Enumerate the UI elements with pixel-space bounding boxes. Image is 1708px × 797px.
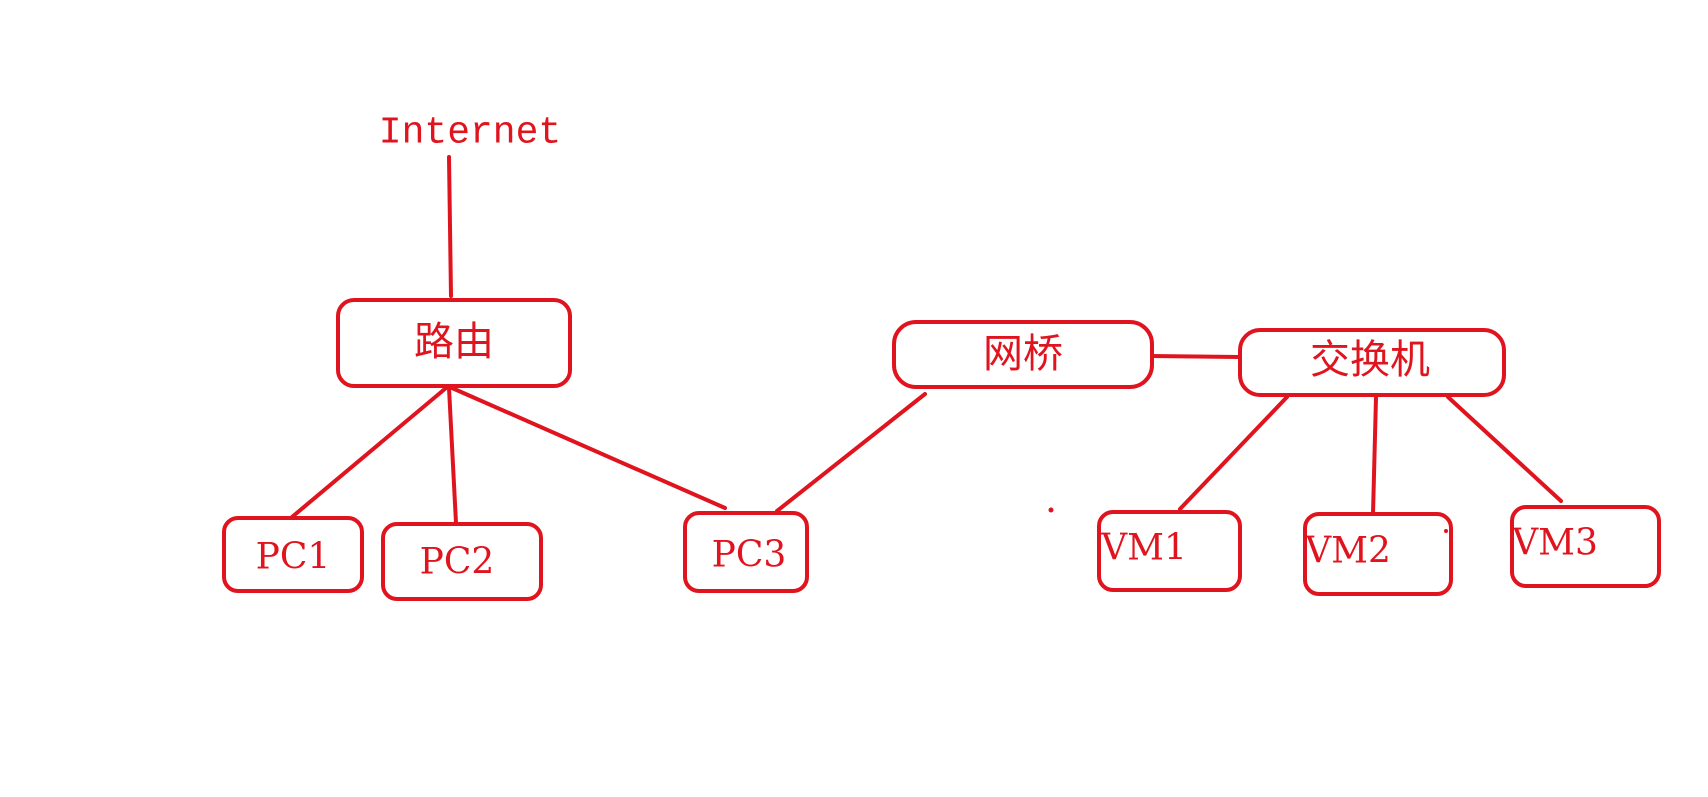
vm1-node: VM1 <box>1097 510 1242 592</box>
vm2-label: VM2 <box>1304 531 1391 572</box>
edge-router-pc3 <box>450 386 727 510</box>
bridge-label: 网桥 <box>983 331 1063 377</box>
edge-bridge-switch <box>1148 354 1242 359</box>
router-label: 路由 <box>414 319 494 365</box>
edge-internet-router <box>447 155 453 298</box>
edge-router-pc2 <box>447 386 458 525</box>
vm3-label: VM3 <box>1511 523 1598 564</box>
stray-dot <box>1048 507 1054 513</box>
edge-pc3-bridge <box>775 392 927 513</box>
edge-switch-vm3 <box>1446 395 1563 503</box>
pc1-label: PC1 <box>256 537 331 578</box>
pc2-label: PC2 <box>420 542 495 583</box>
router-node: 路由 <box>336 298 572 388</box>
pc2-node: PC2 <box>381 522 543 601</box>
internet-label: Internet <box>379 112 561 155</box>
switch-label: 交换机 <box>1310 337 1430 383</box>
switch-node: 交换机 <box>1238 328 1506 397</box>
vm3-node: VM3 <box>1510 505 1661 588</box>
vm1-label: VM1 <box>1100 528 1187 569</box>
edges <box>290 155 1563 525</box>
pc3-node: PC3 <box>683 511 809 593</box>
edge-switch-vm1 <box>1178 395 1289 511</box>
pc1-node: PC1 <box>222 516 364 593</box>
stray-dot <box>1444 529 1448 533</box>
vm2-node: VM2 <box>1303 512 1453 596</box>
edge-router-pc1 <box>290 386 448 519</box>
bridge-node: 网桥 <box>892 320 1154 389</box>
edge-switch-vm2 <box>1371 395 1378 516</box>
pc3-label: PC3 <box>712 535 787 576</box>
